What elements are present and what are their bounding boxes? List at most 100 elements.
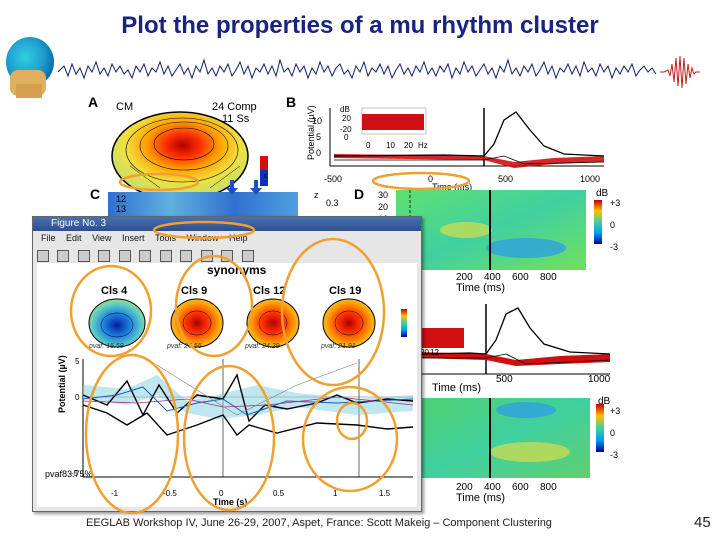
panel-a-subject-count: 11 Ss	[222, 113, 250, 125]
erp-pvaf-total: pvaf83.75%	[45, 469, 93, 479]
menu-edit[interactable]: Edit	[66, 233, 82, 243]
menu-file[interactable]: File	[41, 233, 56, 243]
print-icon[interactable]	[98, 249, 111, 262]
cluster-erp-plot	[82, 359, 414, 478]
panel-d-ytick-30: 30	[378, 190, 389, 200]
cluster-12-pvaf: pvaf: 24.29	[245, 343, 280, 350]
svg-text:c: c	[264, 173, 268, 180]
panel-b2-erp-plot	[420, 304, 611, 375]
panel-c-ytick-13: 13	[116, 204, 127, 214]
panel-b-inset-x0: 0	[366, 141, 371, 150]
panel-b2-tick-20: 20	[420, 348, 429, 357]
panel-d-db-label: dB	[596, 188, 609, 199]
highlight-ellipse-cluster-4	[69, 264, 153, 358]
erp-xtick-15: 1.5	[379, 489, 391, 498]
panel-d2-db-label: dB	[598, 396, 611, 407]
panel-b2-xlabel: Time (ms)	[432, 382, 482, 394]
cluster-4-scalp-map	[88, 298, 146, 348]
panel-b-inset-0: 0	[344, 133, 349, 142]
panel-d-xtick-600: 600	[512, 272, 529, 283]
panel-d-xtick-800: 800	[540, 272, 557, 283]
eeg-signal-line	[57, 58, 657, 80]
panel-b-xtick-0: 0	[428, 174, 433, 184]
figure-window: Figure No. 3 File Edit View Insert Tools…	[32, 216, 422, 512]
rotate-icon[interactable]	[241, 249, 254, 262]
erp-ytick-neg5: -5	[71, 469, 79, 478]
erp-xtick-neg1: -1	[111, 489, 119, 498]
panel-b-inset-db: dB	[340, 105, 350, 114]
cluster-19-pvaf: pvaf: 21.91	[321, 343, 356, 350]
panel-d-cb-plus3: +3	[610, 198, 621, 208]
cluster-12-scalp-map	[246, 298, 300, 348]
highlight-ellipse-cluster-9	[174, 254, 254, 358]
panel-d-z-val: 0.3	[326, 198, 339, 208]
panel-d2-cb-0: 0	[610, 428, 616, 438]
panel-d2-xtick-800: 800	[540, 482, 557, 493]
panel-d-xtick-400: 400	[484, 272, 501, 283]
panel-b-inset-xhz: Hz	[418, 141, 428, 150]
line-icon[interactable]	[180, 249, 193, 262]
save-icon[interactable]	[77, 249, 90, 262]
panel-b-inset-20: 20	[342, 114, 351, 123]
erp-ytick-5: 5	[75, 357, 80, 366]
panel-b-letter: B	[286, 94, 297, 110]
slide-title: Plot the properties of a mu rhythm clust…	[121, 12, 599, 39]
cluster-4-pvaf: pvaf: 15.59	[89, 343, 124, 350]
erp-xtick-1: 1	[333, 489, 338, 498]
highlight-ellipse-erp-left	[84, 353, 180, 515]
erp-xtick-0: 0	[219, 489, 224, 498]
highlight-ellipse-erp-small	[335, 401, 369, 441]
panel-d-letter: D	[354, 186, 365, 202]
cluster-4-label: Cls 4	[101, 285, 128, 297]
panel-d-xlabel: Time (ms)	[456, 282, 506, 294]
slide-page-number: 45	[694, 514, 711, 531]
head-model-icon	[6, 37, 54, 98]
panel-d-z: z	[314, 190, 319, 200]
panel-b-xtick-500: 500	[498, 174, 513, 184]
panel-b2-xtick-500: 500	[496, 374, 513, 385]
menu-view[interactable]: View	[92, 233, 112, 243]
panel-c-letter: C	[90, 186, 101, 202]
panel-d-cb-0: 0	[610, 220, 616, 230]
pointer-icon[interactable]	[118, 249, 131, 262]
cluster-19-scalp-map	[322, 298, 376, 348]
panel-d2-xtick-200: 200	[456, 482, 473, 493]
cluster-19-label: Cls 19	[329, 285, 362, 297]
eeg-trace-banner	[6, 37, 700, 98]
cluster-9-pvaf: pvaf: 26.55	[167, 343, 202, 350]
open-folder-icon[interactable]	[57, 249, 70, 262]
erp-xtick-05: 0.5	[273, 489, 285, 498]
panel-b-inset-x10: 10	[386, 141, 395, 150]
text-icon[interactable]	[139, 249, 152, 262]
panel-b-inset-x20: 20	[404, 141, 413, 150]
panel-d-xtick-200: 200	[456, 272, 473, 283]
menu-tools[interactable]: Tools	[154, 233, 176, 243]
panel-d-ytick-20: 20	[378, 202, 389, 212]
panel-c-erp-image	[108, 192, 298, 216]
panel-c-ytick-12: 12	[116, 194, 127, 204]
menu-help[interactable]: Help	[229, 233, 248, 243]
new-file-icon[interactable]	[37, 249, 49, 262]
figure-heading: synonyms	[207, 263, 267, 277]
menu-insert[interactable]: Insert	[121, 233, 145, 243]
highlight-ellipse-cluster-19	[280, 237, 386, 387]
wavelet-line	[660, 55, 700, 89]
panel-d-ersp-map	[396, 190, 602, 270]
erp-ytick-0: 0	[75, 393, 80, 402]
panel-c-arrows	[226, 180, 262, 195]
panel-b-ytick-0: 0	[316, 148, 321, 158]
erp-xtick-neg05: -0.5	[163, 489, 177, 498]
panel-b-xtick-1000: 1000	[580, 174, 600, 184]
arrow-icon[interactable]	[159, 249, 172, 262]
panel-b-xtick-neg500: -500	[324, 174, 342, 184]
panel-d-cb-minus3: -3	[610, 242, 619, 252]
panel-d2-xlabel: Time (ms)	[456, 492, 506, 504]
panel-b-ylabel: Potential (µV)	[306, 105, 316, 160]
slide-footer: EEGLAB Workshop IV, June 26-29, 2007, As…	[86, 517, 552, 529]
highlight-ellipse-erp-middle	[182, 364, 276, 512]
panel-d2-xtick-600: 600	[512, 482, 529, 493]
panel-a-letter: A	[88, 94, 99, 110]
panel-d2-cb-minus3: -3	[610, 450, 619, 460]
highlight-ellipse-erp-right	[301, 385, 399, 493]
